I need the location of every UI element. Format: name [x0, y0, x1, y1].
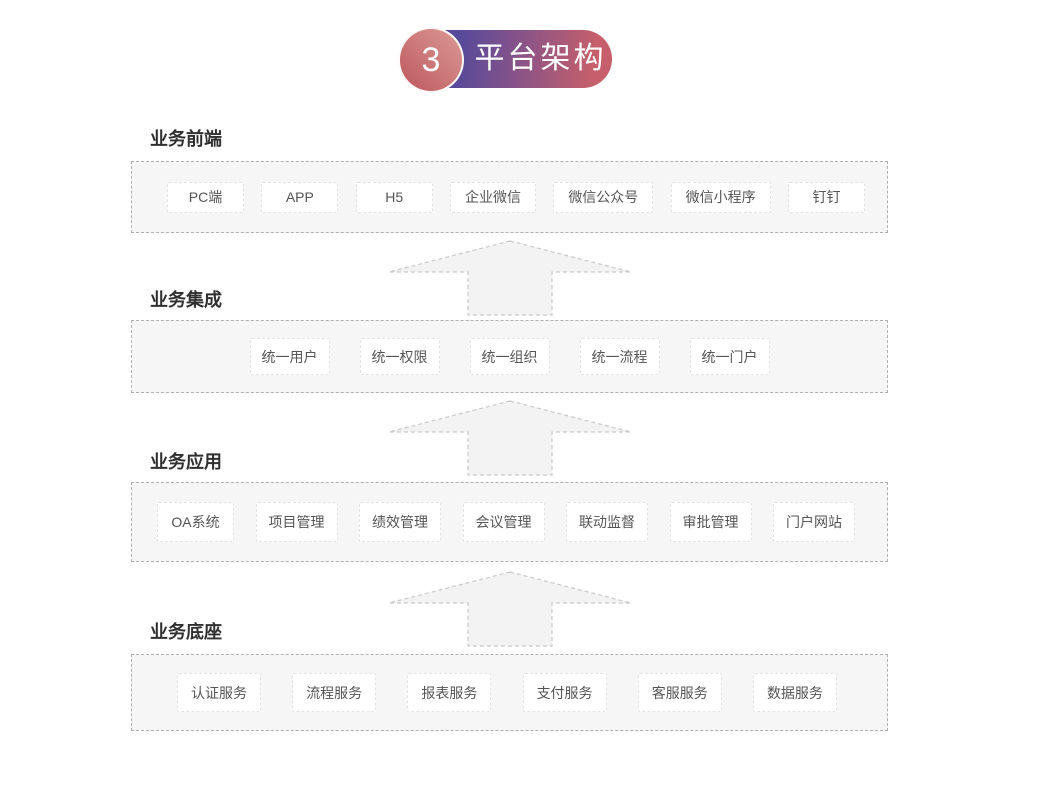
layer-box-foundation: 认证服务流程服务报表服务支付服务客服服务数据服务 — [131, 654, 888, 731]
layer-title-frontend: 业务前端 — [150, 129, 222, 149]
layer-title-foundation: 业务底座 — [150, 622, 222, 642]
layer-item-card: 企业微信 — [449, 181, 536, 213]
layer-item-card: 绩效管理 — [359, 502, 441, 542]
layer-box-application: OA系统项目管理绩效管理会议管理联动监督审批管理门户网站 — [131, 482, 888, 562]
layer-item-card: 报表服务 — [407, 673, 492, 712]
layer-item-card: APP — [261, 181, 339, 213]
layer-item-card: 审批管理 — [669, 502, 752, 542]
layer-item-card: 项目管理 — [255, 502, 338, 542]
badge-number-circle: 3 — [398, 27, 464, 93]
layer-title-integration: 业务集成 — [150, 290, 222, 310]
layer-item-card: 客服服务 — [637, 673, 722, 712]
layer-item-card: 数据服务 — [752, 673, 837, 712]
layer-item-card: 认证服务 — [177, 673, 261, 712]
section-title-badge: 平台架构 3 — [398, 27, 613, 93]
layer-box-integration: 统一用户统一权限统一组织统一流程统一门户 — [131, 320, 888, 393]
layer-item-card: 会议管理 — [462, 502, 545, 542]
layer-item-card: 统一门户 — [689, 338, 770, 375]
layer-item-card: 微信公众号 — [553, 181, 654, 213]
layer-item-card: 统一权限 — [359, 338, 440, 375]
section-number: 3 — [421, 41, 441, 79]
layer-item-card: 统一组织 — [469, 338, 550, 375]
layer-item-card: 钉钉 — [787, 181, 865, 213]
layer-item-card: 流程服务 — [292, 673, 377, 712]
up-arrow-icon — [388, 240, 632, 316]
layer-item-card: 联动监督 — [566, 502, 648, 542]
layer-box-frontend: PC端 APP H5 企业微信微信公众号微信小程序钉钉 — [131, 161, 888, 233]
layer-item-card: OA系统 — [157, 502, 234, 542]
layer-item-card: 微信小程序 — [670, 181, 771, 213]
layer-item-card: 统一用户 — [249, 338, 330, 375]
layer-item-card: PC端 — [167, 181, 244, 213]
layer-item-card: 统一流程 — [579, 338, 660, 375]
layer-item-card: 门户网站 — [773, 502, 855, 542]
layer-item-card: H5 — [355, 181, 433, 213]
layer-title-application: 业务应用 — [150, 452, 222, 472]
page-title: 平台架构 — [474, 42, 607, 75]
up-arrow-icon — [388, 400, 632, 476]
up-arrow-icon — [388, 571, 632, 647]
layer-item-card: 支付服务 — [522, 673, 607, 712]
